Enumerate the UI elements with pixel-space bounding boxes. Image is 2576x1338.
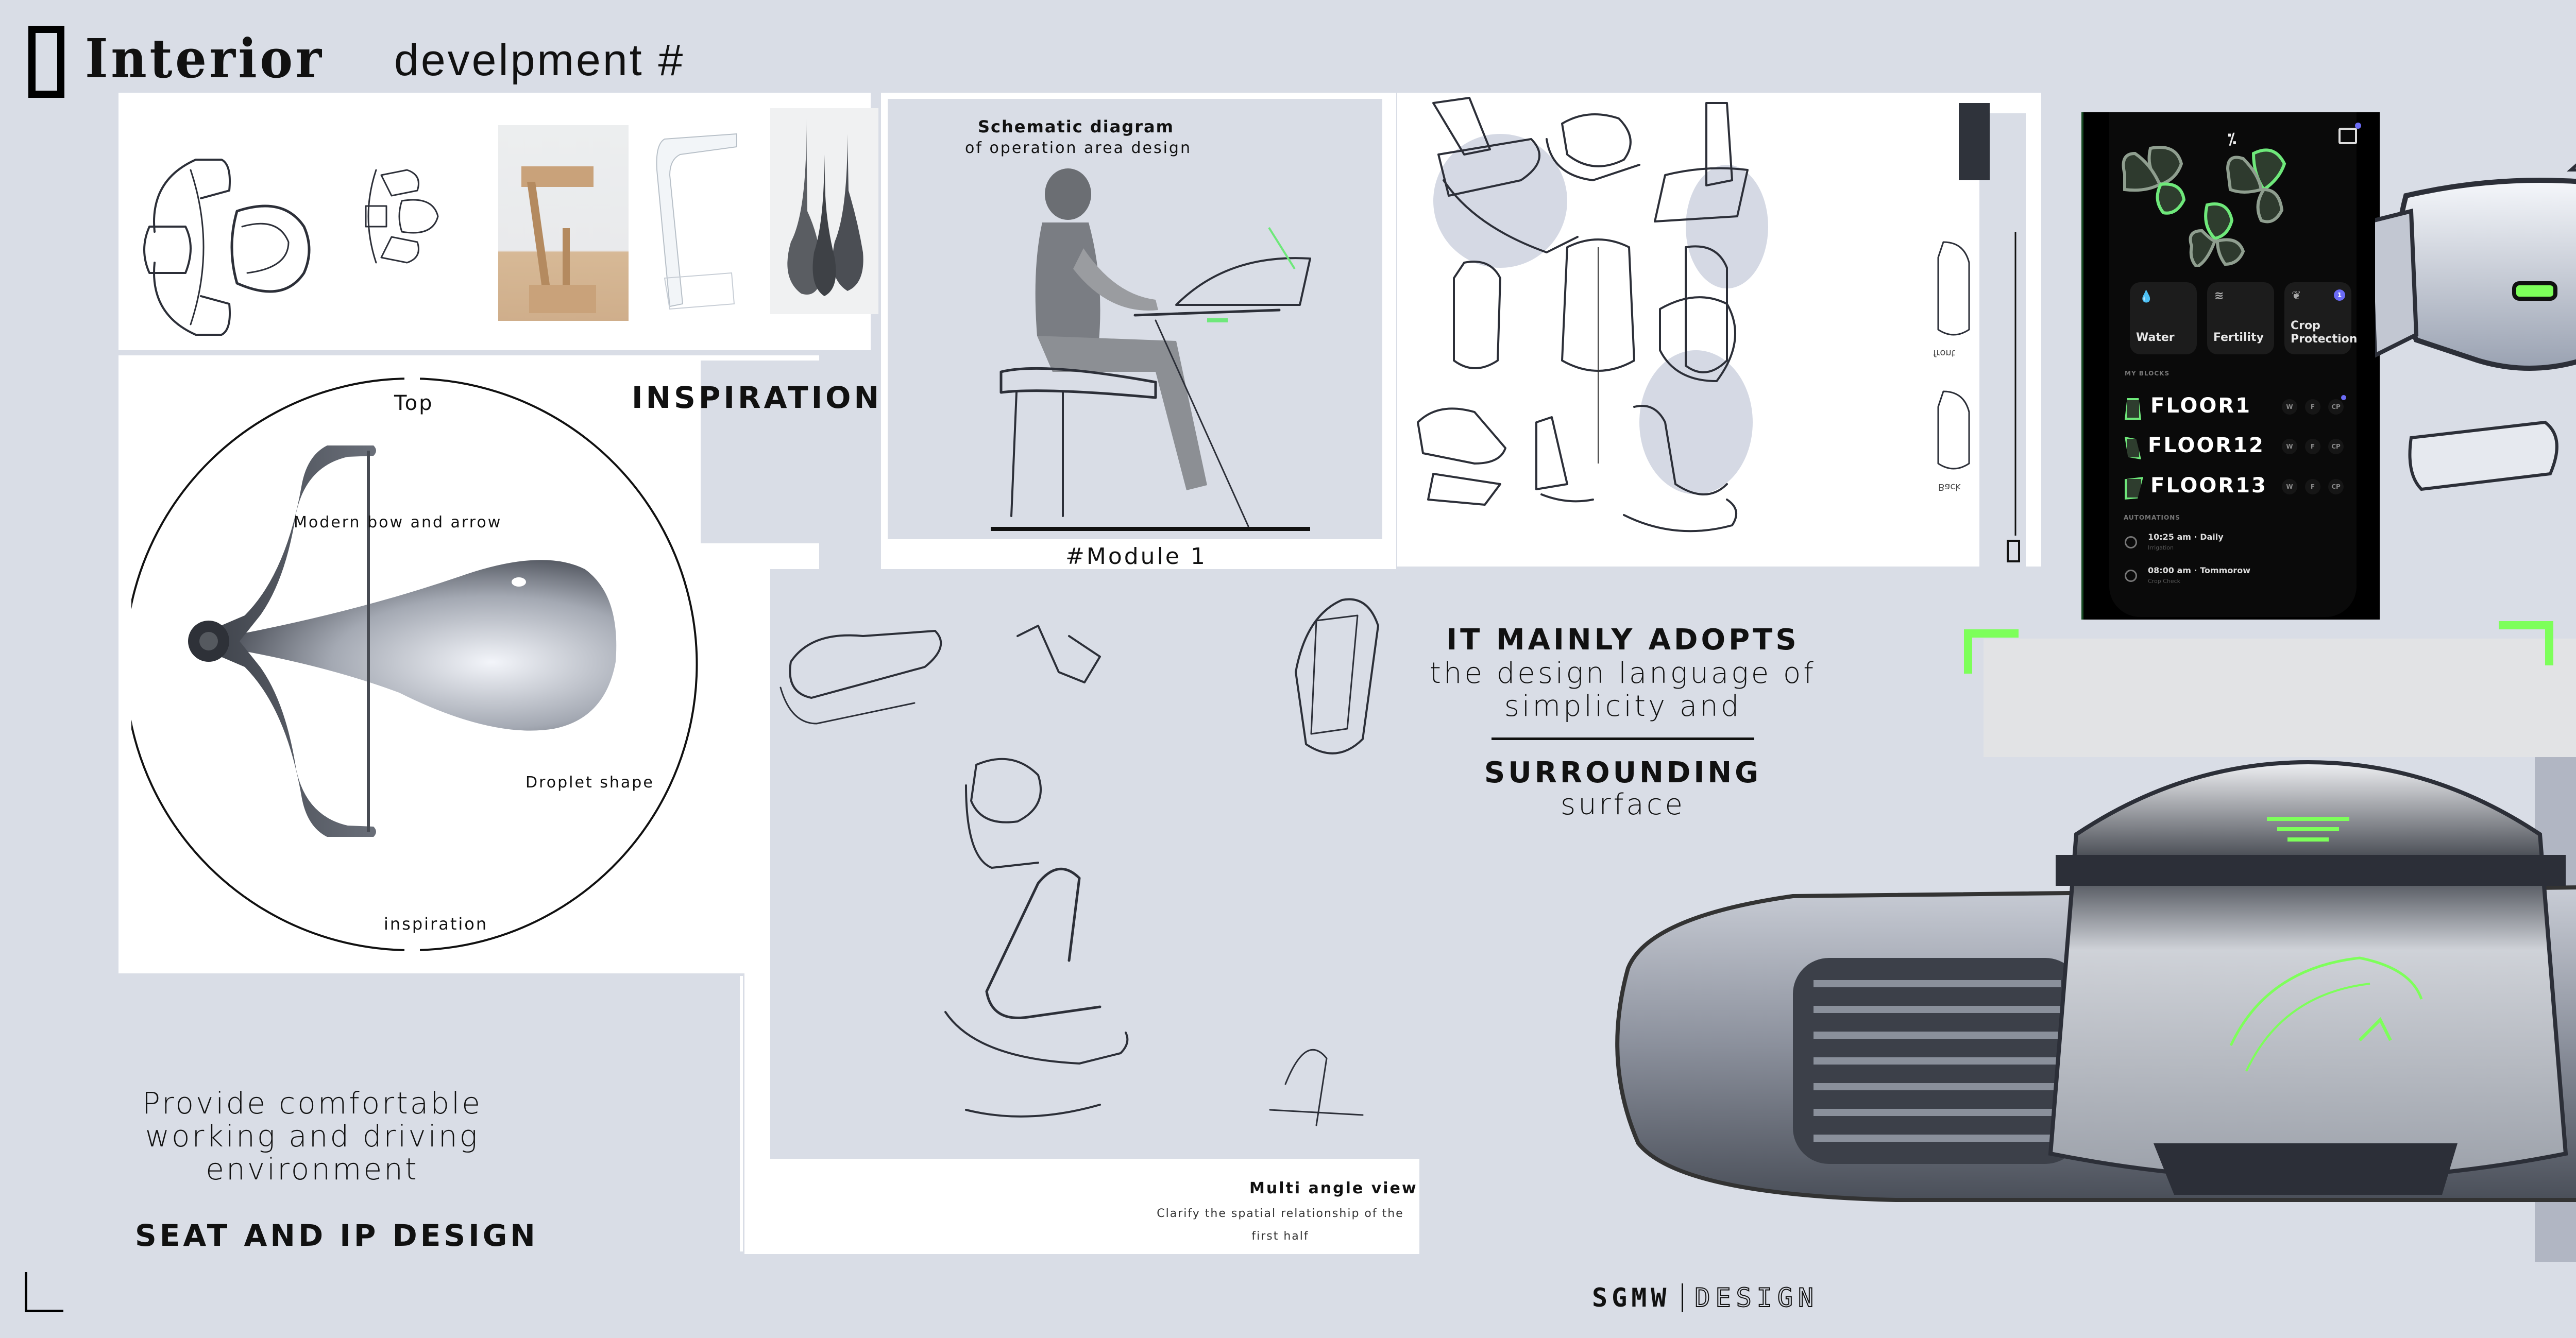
statement-line-5: surface: [1561, 788, 1685, 821]
tile-water[interactable]: 💧 Water: [2130, 282, 2197, 354]
block-row-floor1[interactable]: FLOOR1 W F CP: [2125, 388, 2362, 424]
phone-app-mockup: ⁒ 💧 Water ≋ Fertility ❦ 1 Crop Protectio…: [2081, 112, 2380, 620]
multi-angle-title: Multi angle view: [1249, 1179, 1418, 1197]
droplet-vases-photo: [770, 108, 878, 314]
automation-item-2[interactable]: 08:00 am · Tommorow Crop Check: [2125, 565, 2341, 596]
schematic-title: Schematic diagram: [978, 117, 1174, 136]
leaf-icon: ❦: [2292, 289, 2301, 302]
hud-corner-right: [2499, 621, 2553, 665]
tile-crop-protection[interactable]: ❦ 1 Crop Protection: [2284, 282, 2358, 354]
block-row-floor12[interactable]: FLOOR12 W F CP: [2125, 427, 2362, 464]
chip-water[interactable]: W: [2282, 399, 2297, 415]
footer-divider: [1682, 1283, 1684, 1312]
hud-corner-left: [1964, 629, 2019, 674]
bow-droplet-inspiration-diagram: [131, 373, 698, 960]
chip-crop-protection[interactable]: CP: [2328, 439, 2344, 454]
multi-angle-subtitle-line-2: first half: [1251, 1230, 1309, 1243]
inspiration-heading: INSPIRATION: [632, 380, 883, 415]
block-shape-icon: [2125, 477, 2143, 500]
circle-top-label: Top: [394, 391, 434, 415]
automation-task: Crop Check: [2148, 578, 2181, 585]
droplet-shape-label: Droplet shape: [526, 774, 654, 792]
block-shape-icon: [2125, 398, 2141, 420]
multi-angle-seat-sketches: [779, 598, 1379, 1126]
seated-person-workstation-diagram: [991, 168, 1311, 531]
bow-arrow-label: Modern bow and arrow: [294, 513, 502, 531]
statement-line-2: the design language of: [1430, 657, 1816, 690]
settings-icon[interactable]: ⁒: [2228, 130, 2236, 148]
hud-projection-area: [1984, 639, 2576, 757]
chip-crop-protection[interactable]: CP: [2328, 479, 2344, 494]
mail-icon[interactable]: [2338, 123, 2361, 144]
statement-line-4: SURROUNDING: [1484, 756, 1762, 790]
tile-crop-protection-label: Crop Protection: [2291, 319, 2358, 346]
chip-water[interactable]: W: [2282, 439, 2297, 454]
block-label: FLOOR1: [2150, 394, 2252, 418]
annotation-front: front: [1933, 348, 1955, 358]
block-shape-icon: [2125, 437, 2141, 459]
seat-sketch-sheet: front Back: [1397, 93, 2041, 567]
seat-ip-description: Provide comfortable working and driving …: [122, 1087, 503, 1186]
chip-water[interactable]: W: [2282, 479, 2297, 494]
module-label: #Module 1: [1065, 543, 1207, 570]
multi-angle-subtitle-line-1: Clarify the spatial relationship of the: [1157, 1207, 1404, 1220]
description-line-2: working and driving: [145, 1119, 480, 1154]
tile-water-label: Water: [2136, 331, 2175, 344]
design-language-statement: IT MAINLY ADOPTS the design language of …: [1412, 623, 1834, 820]
statement-divider: [1492, 737, 1754, 740]
multi-angle-subtitle: Clarify the spatial relationship of the …: [1146, 1203, 1414, 1248]
block-label: FLOOR13: [2150, 474, 2267, 498]
ip-dashboard-render: [1615, 760, 2576, 1202]
clock-icon: [2125, 570, 2137, 582]
corner-mark-bottom-left: [25, 1272, 63, 1312]
page-title: Interior: [85, 27, 325, 90]
field-map-clovers: [2122, 146, 2286, 267]
seat-concept-sketches: [1417, 97, 2026, 567]
ip-concept-sketch: [2375, 163, 2576, 491]
seat-top-view-sketch: [143, 159, 311, 336]
automation-time: 08:00 am · Tommorow: [2148, 565, 2250, 575]
multi-angle-sketch-area: [770, 569, 1419, 1159]
schematic-image: Schematic diagram of operation area desi…: [888, 99, 1382, 539]
title-bracket-decoration: [28, 26, 64, 98]
statement-line-1: IT MAINLY ADOPTS: [1446, 623, 1800, 657]
schematic-subtitle: of operation area design: [965, 139, 1192, 157]
automation-item-1[interactable]: 10:25 am · Daily Irrigation: [2125, 532, 2341, 563]
chip-fertility[interactable]: F: [2305, 479, 2320, 494]
circle-bottom-label: inspiration: [384, 914, 488, 934]
description-line-3: environment: [206, 1152, 419, 1187]
description-line-1: Provide comfortable: [142, 1086, 482, 1121]
droplet-icon: 💧: [2139, 290, 2154, 303]
annotation-back: Back: [1938, 482, 1961, 492]
block-label: FLOOR12: [2148, 434, 2265, 457]
automation-task: Irrigation: [2148, 544, 2174, 551]
block-row-floor13[interactable]: FLOOR13 W F CP: [2125, 468, 2362, 504]
automations-title: AUTOMATIONS: [2124, 514, 2180, 521]
tile-fertility[interactable]: ≋ Fertility: [2207, 282, 2274, 354]
automation-time: 10:25 am · Daily: [2148, 532, 2224, 542]
seat-ip-heading: SEAT AND IP DESIGN: [135, 1218, 538, 1253]
notification-dot: [2341, 395, 2346, 400]
chip-fertility[interactable]: F: [2305, 399, 2320, 415]
seat-ip-panel: [122, 976, 743, 1251]
wooden-stand-photo: [498, 125, 629, 321]
chip-fertility[interactable]: F: [2305, 439, 2320, 454]
my-blocks-title: MY BLOCKS: [2125, 370, 2170, 377]
inspiration-heading-bg: [701, 361, 860, 543]
statement-line-3: simplicity and: [1504, 690, 1742, 723]
sgmw-design-footer: SGMW DESIGN: [1592, 1282, 1819, 1313]
page-subtitle: develpment #: [394, 36, 685, 85]
inspiration-thumbnail-strip: [118, 93, 878, 350]
acrylic-stand-photo: [634, 124, 752, 319]
footer-brand-sgmw: SGMW: [1592, 1283, 1671, 1313]
wheat-icon: ≋: [2214, 289, 2224, 302]
chip-crop-protection[interactable]: CP: [2328, 399, 2344, 415]
footer-brand-design: DESIGN: [1694, 1282, 1819, 1313]
small-seat-sketch: [365, 169, 439, 264]
tile-fertility-label: Fertility: [2213, 331, 2264, 344]
clock-icon: [2125, 536, 2137, 548]
crop-protection-badge: 1: [2334, 289, 2345, 301]
